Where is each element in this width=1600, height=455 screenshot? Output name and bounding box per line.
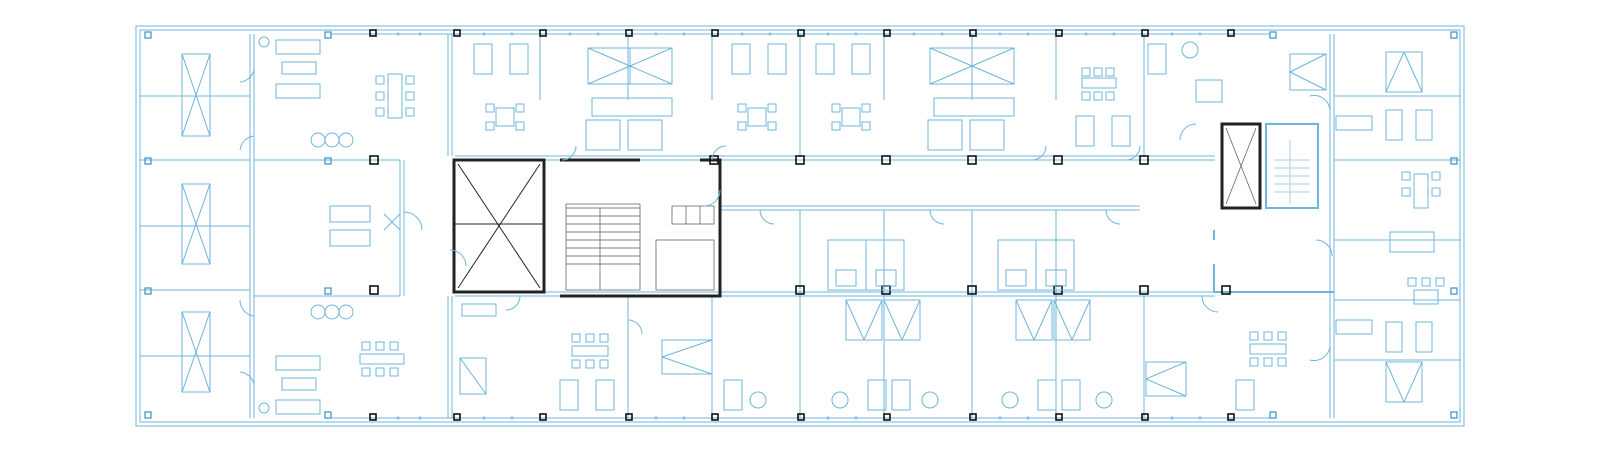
core-columns (369, 29, 1235, 421)
east-core (1213, 122, 1334, 293)
south-rooms (258, 109, 1435, 415)
door-swings (239, 69, 1333, 385)
bathrooms (329, 79, 1373, 335)
columns (144, 31, 1458, 419)
table-sets (359, 67, 1445, 377)
core-walls (452, 158, 722, 298)
partitions (140, 34, 1460, 418)
north-furniture (258, 36, 1199, 147)
north-double-beds (587, 47, 1015, 85)
corridor-walls (455, 155, 1215, 297)
window-markers (396, 32, 1202, 420)
west-beds (181, 53, 211, 393)
east-beds (1289, 51, 1423, 403)
